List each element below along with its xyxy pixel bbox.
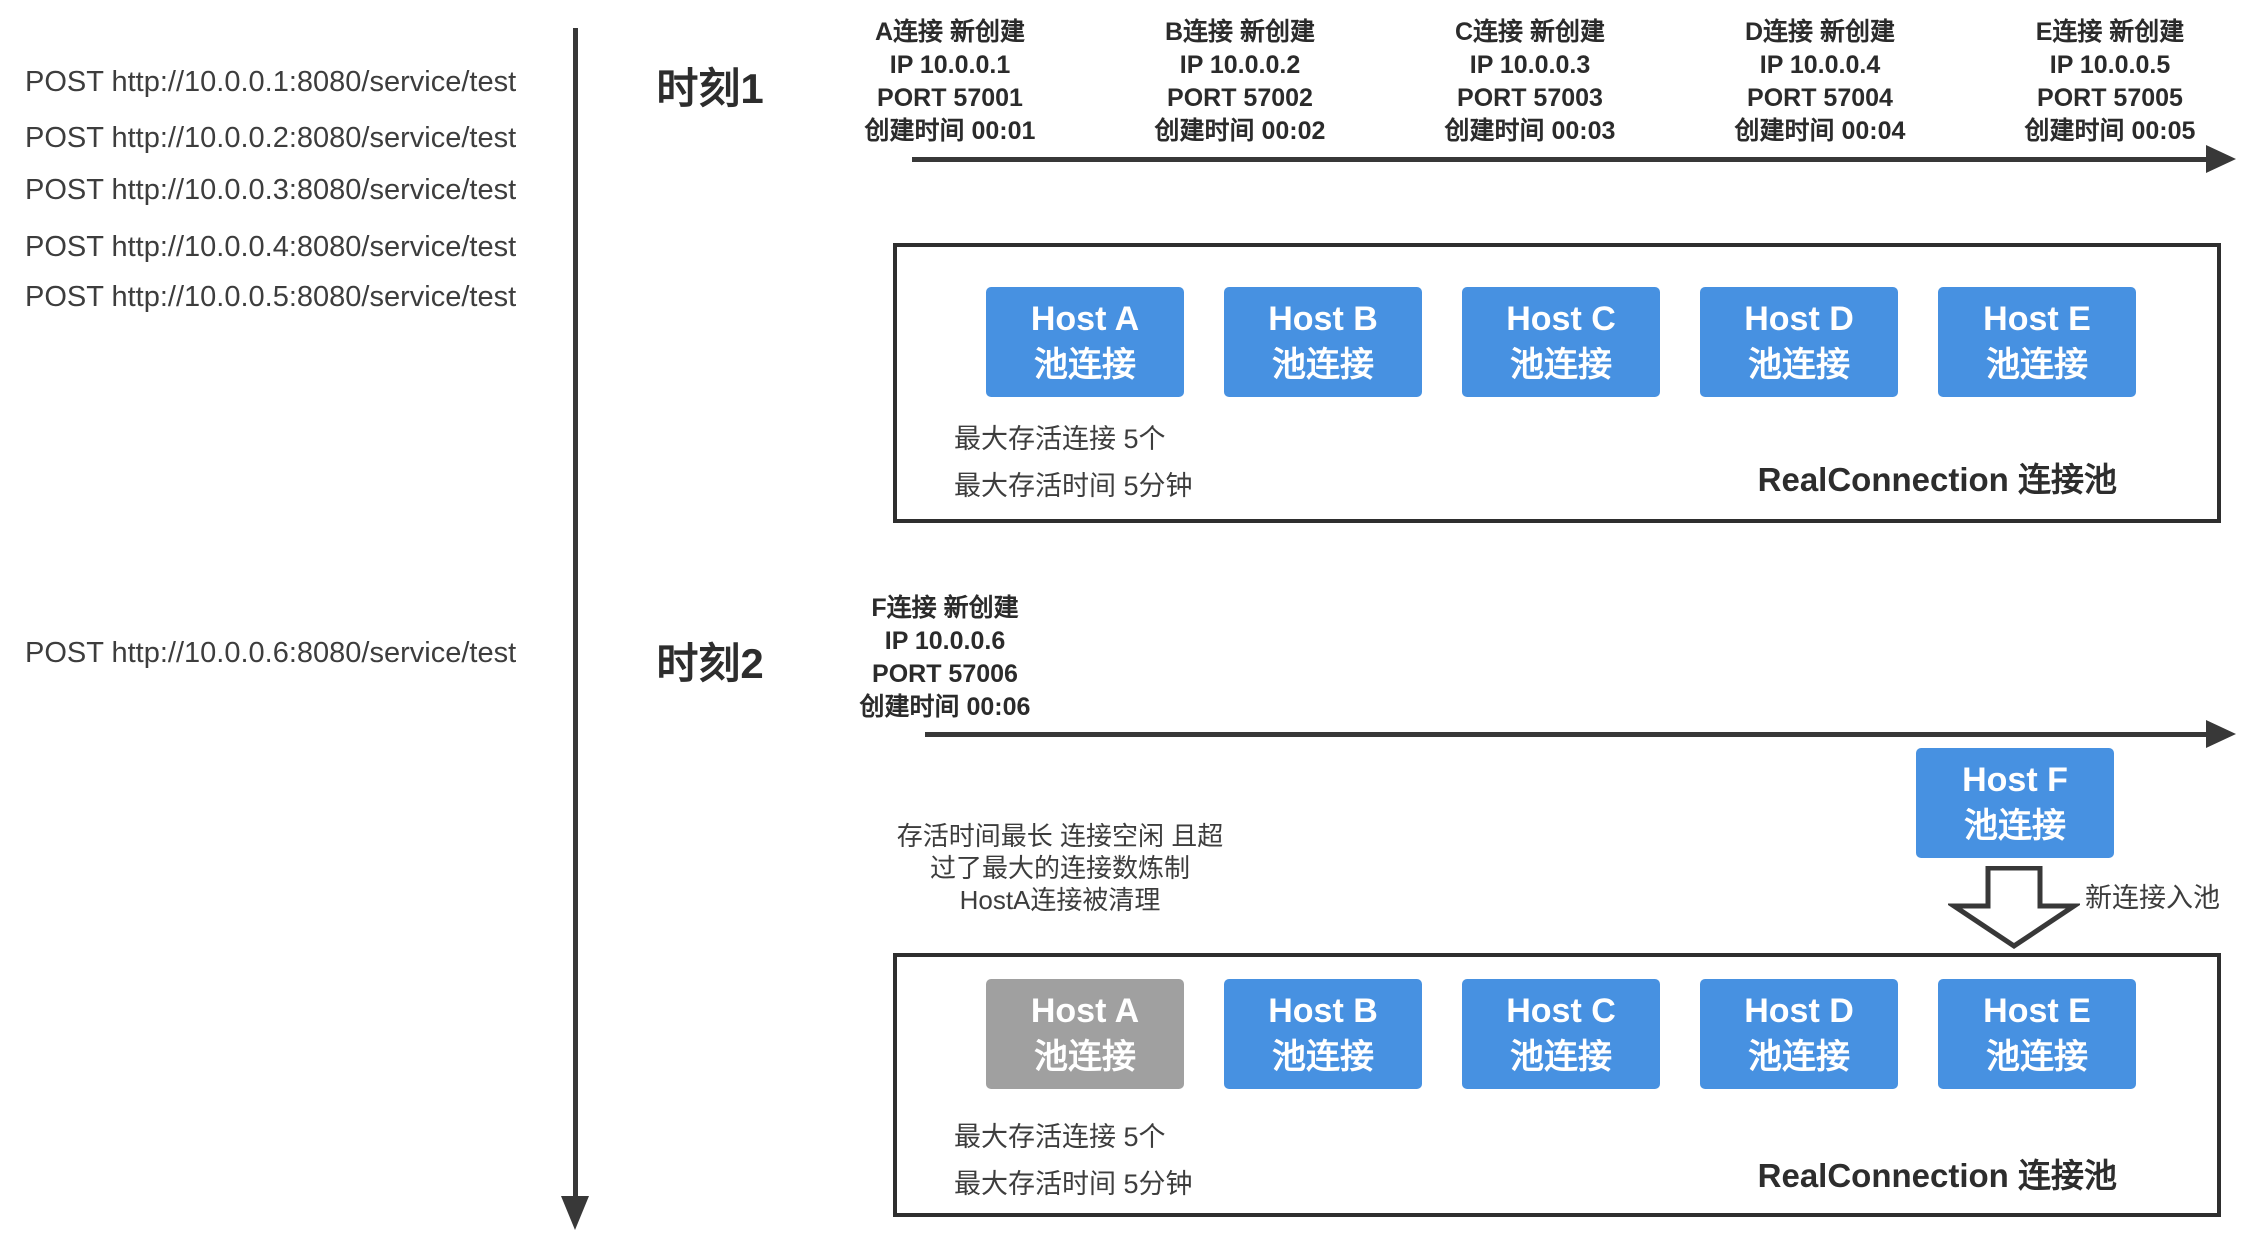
pool2-host-row: Host A 池连接 Host B 池连接 Host C 池连接 Host D … [986,979,2136,1089]
connection-f-label: F连接 新创建 IP 10.0.0.6 PORT 57006 创建时间 00:0… [795,592,1095,724]
pool-title: RealConnection 连接池 [1757,1157,2117,1194]
connection-e-label: E连接 新创建 IP 10.0.0.5 PORT 57005 创建时间 00:0… [1970,16,2246,148]
host-name: Host F [1962,761,2068,799]
host-e-box: Host E 池连接 [1938,287,2136,397]
host-a-box: Host A 池连接 [986,287,1184,397]
connection-ip: IP 10.0.0.3 [1469,51,1591,79]
moment2-time-arrowhead-icon [2206,720,2236,748]
host-sub: 池连接 [1034,1038,1136,1076]
connection-ip: IP 10.0.0.5 [2049,51,2171,79]
host-d-box: Host D 池连接 [1700,979,1898,1089]
connection-ip: IP 10.0.0.2 [1179,51,1301,79]
host-name: Host C [1506,992,1616,1030]
host-d-box: Host D 池连接 [1700,287,1898,397]
realconnection-pool-2: Host A 池连接 Host B 池连接 Host C 池连接 Host D … [893,953,2221,1217]
connection-title: C连接 新创建 [1454,18,1605,46]
inflow-block-arrow-icon [1948,866,2080,950]
moment1-label: 时刻1 [656,65,764,112]
host-sub: 池连接 [1510,346,1612,384]
connection-b-label: B连接 新创建 IP 10.0.0.2 PORT 57002 创建时间 00:0… [1100,16,1380,148]
host-e-box: Host E 池连接 [1938,979,2136,1089]
evict-note-line: 过了最大的连接数炼制 [929,853,1190,883]
host-b-box: Host B 池连接 [1224,287,1422,397]
host-name: Host D [1744,300,1854,338]
host-name: Host B [1268,300,1378,338]
connection-a-label: A连接 新创建 IP 10.0.0.1 PORT 57001 创建时间 00:0… [810,16,1090,148]
connection-port: PORT 57002 [1167,84,1313,112]
host-sub: 池连接 [1272,1038,1374,1076]
evict-note-line: 存活时间最长 连接空闲 且超 [896,821,1224,851]
connection-title: D连接 新创建 [1744,18,1895,46]
host-name: Host A [1030,992,1140,1030]
connection-title: B连接 新创建 [1164,18,1315,46]
evict-note-line: HostA连接被清理 [959,885,1161,915]
connection-port: PORT 57006 [872,660,1018,688]
request-url: POST http://10.0.0.1:8080/service/test [25,66,517,98]
host-sub: 池连接 [1034,346,1136,384]
host-name: Host A [1030,300,1140,338]
connection-title: A连接 新创建 [874,18,1025,46]
connection-created: 创建时间 00:01 [864,117,1036,145]
host-sub: 池连接 [1748,346,1850,384]
pool1-host-row: Host A 池连接 Host B 池连接 Host C 池连接 Host D … [986,287,2136,397]
connection-c-label: C连接 新创建 IP 10.0.0.3 PORT 57003 创建时间 00:0… [1390,16,1670,148]
connection-port: PORT 57005 [2037,84,2183,112]
connection-created: 创建时间 00:06 [859,693,1031,721]
connection-title: F连接 新创建 [871,594,1019,622]
inflow-note: 新连接入池 [2085,883,2220,913]
connection-port: PORT 57003 [1457,84,1603,112]
host-name: Host E [1983,992,2091,1030]
max-time-note: 最大存活时间 5分钟 [954,1169,1193,1199]
connection-ip: IP 10.0.0.4 [1759,51,1881,79]
max-time-note: 最大存活时间 5分钟 [954,471,1193,501]
host-f-box: Host F 池连接 [1916,748,2114,858]
request-url: POST http://10.0.0.4:8080/service/test [25,231,517,263]
request-url: POST http://10.0.0.3:8080/service/test [25,174,517,206]
moment1-time-arrow-line [912,157,2208,162]
host-name: Host E [1983,300,2091,338]
connection-created: 创建时间 00:03 [1444,117,1616,145]
timeline-arrow-line [573,28,578,1200]
evict-note: 存活时间最长 连接空闲 且超 过了最大的连接数炼制 HostA连接被清理 [860,820,1260,916]
request-url: POST http://10.0.0.6:8080/service/test [25,637,517,669]
host-name: Host B [1268,992,1378,1030]
connection-port: PORT 57004 [1747,84,1893,112]
host-sub: 池连接 [1510,1038,1612,1076]
host-sub: 池连接 [1986,346,2088,384]
host-name: Host C [1506,300,1616,338]
timeline-arrowhead-icon [561,1196,589,1230]
host-c-box: Host C 池连接 [1462,287,1660,397]
connection-created: 创建时间 00:02 [1154,117,1326,145]
connection-created: 创建时间 00:04 [1734,117,1906,145]
host-name: Host D [1744,992,1854,1030]
request-url: POST http://10.0.0.2:8080/service/test [25,122,517,154]
connection-ip: IP 10.0.0.1 [889,51,1011,79]
host-sub: 池连接 [1748,1038,1850,1076]
connection-port: PORT 57001 [877,84,1023,112]
request-url: POST http://10.0.0.5:8080/service/test [25,281,517,313]
max-connections-note: 最大存活连接 5个 [954,1122,1166,1152]
connection-ip: IP 10.0.0.6 [884,627,1006,655]
host-sub: 池连接 [1986,1038,2088,1076]
connection-title: E连接 新创建 [2035,18,2185,46]
host-f-wrap: Host F 池连接 [1916,748,2114,858]
pool-title: RealConnection 连接池 [1757,461,2117,498]
host-c-box: Host C 池连接 [1462,979,1660,1089]
moment2-label: 时刻2 [656,640,764,687]
realconnection-pool-1: Host A 池连接 Host B 池连接 Host C 池连接 Host D … [893,243,2221,523]
moment2-time-arrow-line [925,732,2208,737]
moment1-time-arrowhead-icon [2206,145,2236,173]
host-a-box-evicted: Host A 池连接 [986,979,1184,1089]
max-connections-note: 最大存活连接 5个 [954,424,1166,454]
host-sub: 池连接 [1272,346,1374,384]
host-b-box: Host B 池连接 [1224,979,1422,1089]
connection-d-label: D连接 新创建 IP 10.0.0.4 PORT 57004 创建时间 00:0… [1680,16,1960,148]
connection-created: 创建时间 00:05 [2024,117,2196,145]
host-sub: 池连接 [1964,807,2066,845]
